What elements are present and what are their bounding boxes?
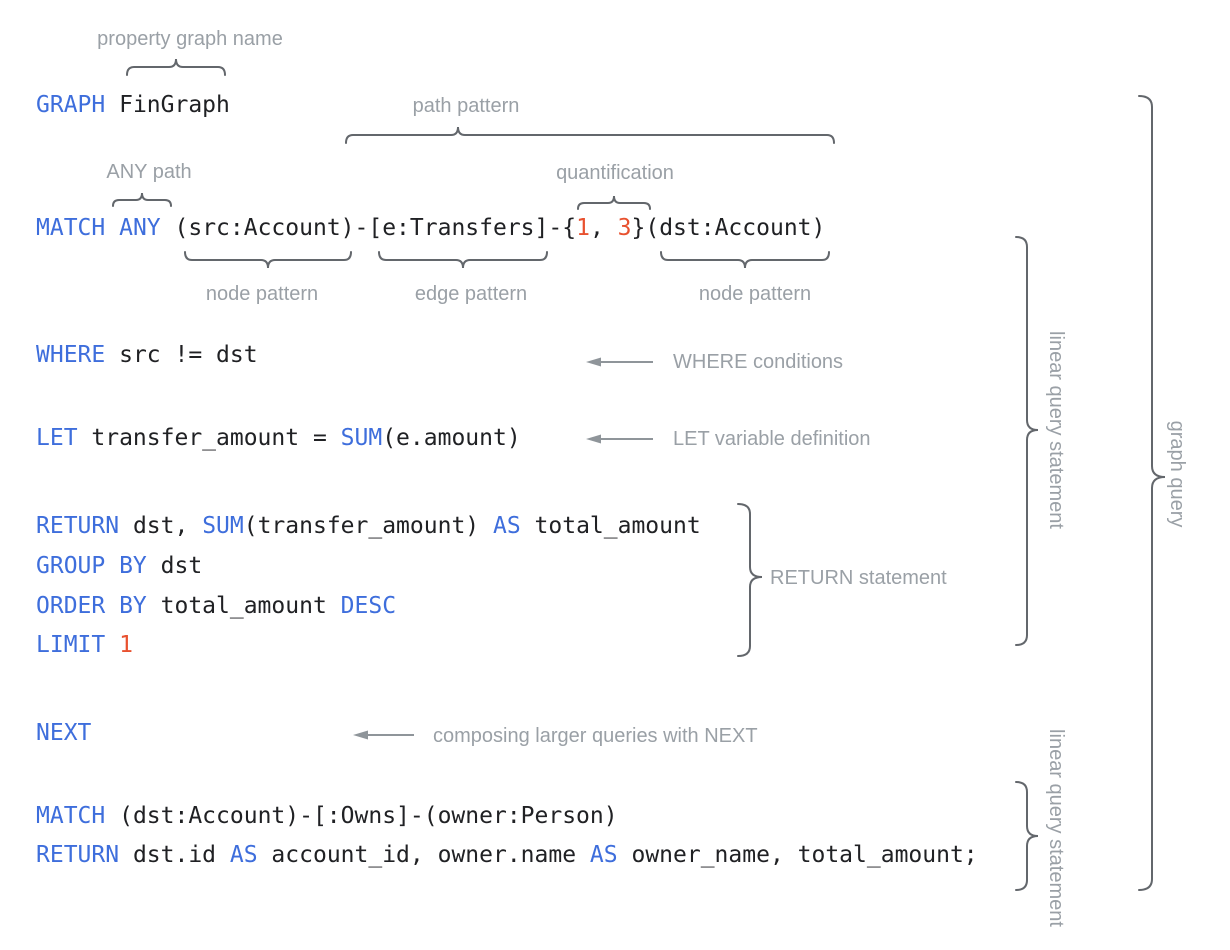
label-graph-query: graph query — [1166, 420, 1188, 528]
label-return-statement: RETURN statement — [770, 567, 947, 589]
label-edge-pattern: edge pattern — [414, 283, 528, 305]
code-line-let: LET transfer_amount = SUM(e.amount) — [36, 425, 521, 451]
where-conditions-arrow — [586, 357, 653, 367]
code-line-graph: GRAPH FinGraph — [36, 92, 230, 118]
brace-quantification — [577, 195, 651, 210]
label-let-variable-definition: LET variable definition — [673, 428, 871, 450]
brace-return-statement — [737, 503, 763, 657]
let-variable-definition-arrow — [586, 434, 653, 444]
brace-graph-query — [1138, 95, 1166, 891]
label-linear-query-statement-bottom: linear query statement — [1045, 729, 1067, 927]
label-node-pattern-right: node pattern — [698, 283, 812, 305]
code-line-match-owns: MATCH (dst:Account)-[:Owns]-(owner:Perso… — [36, 803, 618, 829]
brace-node-pattern-right — [660, 251, 830, 269]
code-line-order-by: ORDER BY total_amount DESC — [36, 593, 397, 619]
brace-any-path — [112, 192, 172, 207]
code-line-final-return: RETURN dst.id AS account_id, owner.name … — [36, 842, 978, 868]
label-where-conditions: WHERE conditions — [673, 351, 844, 373]
brace-property-graph-name — [126, 58, 226, 76]
label-quantification: quantification — [556, 162, 674, 184]
label-any-path: ANY path — [106, 161, 192, 183]
code-line-group-by: GROUP BY dst — [36, 553, 203, 579]
brace-edge-pattern — [378, 251, 548, 269]
label-property-graph-name: property graph name — [97, 28, 283, 50]
label-path-pattern: path pattern — [412, 95, 520, 117]
label-next-composition: composing larger queries with NEXT — [433, 725, 758, 747]
label-linear-query-statement-top: linear query statement — [1045, 331, 1067, 529]
brace-node-pattern-left — [184, 251, 352, 269]
code-line-next: NEXT — [36, 720, 92, 746]
label-node-pattern-left: node pattern — [205, 283, 319, 305]
brace-path-pattern — [345, 126, 835, 144]
code-line-where: WHERE src != dst — [36, 342, 258, 368]
next-composition-arrow — [353, 730, 414, 740]
brace-linear-query-statement-bottom — [1015, 781, 1039, 891]
code-line-match-any: MATCH ANY (src:Account)-[e:Transfers]-{1… — [36, 215, 826, 241]
code-line-return: RETURN dst, SUM(transfer_amount) AS tota… — [36, 513, 701, 539]
brace-linear-query-statement-top — [1015, 236, 1039, 646]
code-line-limit: LIMIT 1 — [36, 632, 133, 658]
